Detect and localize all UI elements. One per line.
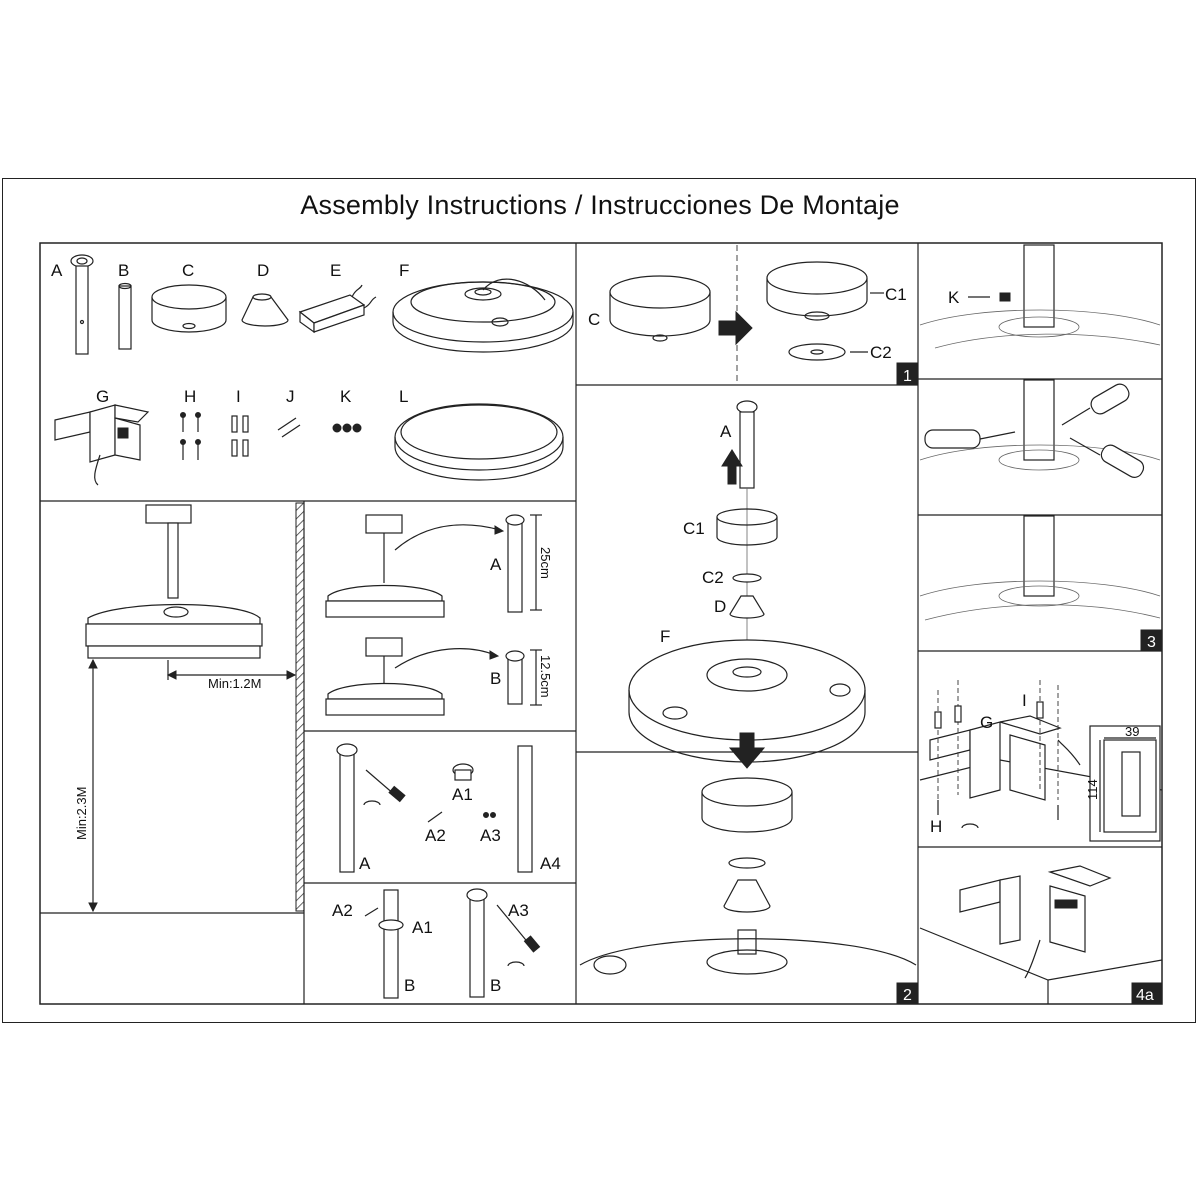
bracket-height-dim: 114 [1085,779,1100,800]
step-2-panel: A C1 C2 D F 2 [579,400,919,1005]
downrod-disassembly-panel: A A1 A2 A3 A4 [336,743,561,873]
part-a-label: A [51,261,63,280]
step4a-anchor-label: I [1022,691,1027,710]
panel-grid [39,242,1163,1005]
step3-setscrew-label: K [948,288,960,307]
part-j-pins: J [277,387,301,438]
parts-list-panel: A B C D E [51,254,574,486]
part-c-label: C [182,261,194,280]
step-3-number: 3 [1147,634,1156,651]
rod-a1-label: A1 [452,785,473,804]
step-2-badge [896,982,919,1005]
step2-downrod-label: A [720,422,732,441]
part-j-label: J [286,387,295,406]
part-g-label: G [96,387,109,406]
part-e-label: E [330,261,341,280]
short-rod-b-label: B [404,976,415,995]
step-4a-badge [1131,982,1163,1005]
step-1-panel: C C1 C2 1 [588,245,919,386]
part-h-screws: H [180,387,201,460]
part-l-light-cover: L [394,387,564,481]
page-title: Assembly Instructions / Instrucciones De… [300,190,900,220]
step-1-badge [896,362,919,386]
rod-a4-label: A4 [540,854,561,873]
step1-canopy-top-label: C1 [885,285,907,304]
step-2-number: 2 [903,987,912,1004]
part-f-fan-body: F [392,261,574,353]
part-b-short-downrod: B [118,261,132,350]
step-4a-number: 4a [1136,987,1154,1004]
part-i-label: I [236,387,241,406]
part-d-cover: D [241,261,289,327]
part-e-driver: E [298,261,377,334]
part-d-label: D [257,261,269,280]
part-a-downrod: A [51,254,94,355]
downrod-b-length-label: 12.5cm [538,655,553,698]
step-3-badge [1140,629,1163,652]
step1-ring-label: C2 [870,343,892,362]
step2-cover-label: D [714,597,726,616]
step4a-screw-label: H [930,817,942,836]
part-k-set-screws: K [332,387,362,433]
option-long-downrod: A 25cm [325,514,553,618]
step2-canopy-label: C1 [683,519,705,538]
part-c-canopy: C [151,261,227,333]
short-rod-assembly-panel: A2 A1 B A3 B [332,888,541,999]
option-short-downrod: B 12.5cm [325,637,553,716]
downrod-options-panel: A 25cm B 12.5cm [325,514,553,716]
min-wall-distance-label: Min:1.2M [208,676,261,691]
downrod-a-length-label: 25cm [538,547,553,579]
short-rod-a2-label: A2 [332,901,353,920]
part-k-label: K [340,387,352,406]
bracket-width-dim: 39 [1125,724,1139,739]
rod-a-label: A [359,854,371,873]
clearance-panel: Min:1.2M Min:2.3M [74,502,305,913]
step2-motor-label: F [660,627,670,646]
part-h-label: H [184,387,196,406]
step-1-number: 1 [903,368,912,385]
short-rod-a3-label: A3 [508,901,529,920]
rod-a3-label: A3 [480,826,501,845]
part-i-wall-anchors: I [231,387,249,457]
step4a-bracket-label: G [980,713,993,732]
instruction-sheet-frame [2,178,1196,1023]
downrod-b-label: B [490,669,501,688]
step-4a-panel: G I H 39 114 4a [919,680,1163,1005]
part-g-mounting-bracket: G [54,387,150,486]
short-rod-b2-label: B [490,976,501,995]
short-rod-a1-label: A1 [412,918,433,937]
downrod-a-label: A [490,555,502,574]
min-ceiling-height-label: Min:2.3M [74,787,89,840]
step-3-panel: K 3 [919,244,1163,652]
step1-canopy-label: C [588,310,600,329]
step2-ring-label: C2 [702,568,724,587]
part-l-label: L [399,387,408,406]
part-b-label: B [118,261,129,280]
part-f-label: F [399,261,409,280]
rod-a2-label: A2 [425,826,446,845]
